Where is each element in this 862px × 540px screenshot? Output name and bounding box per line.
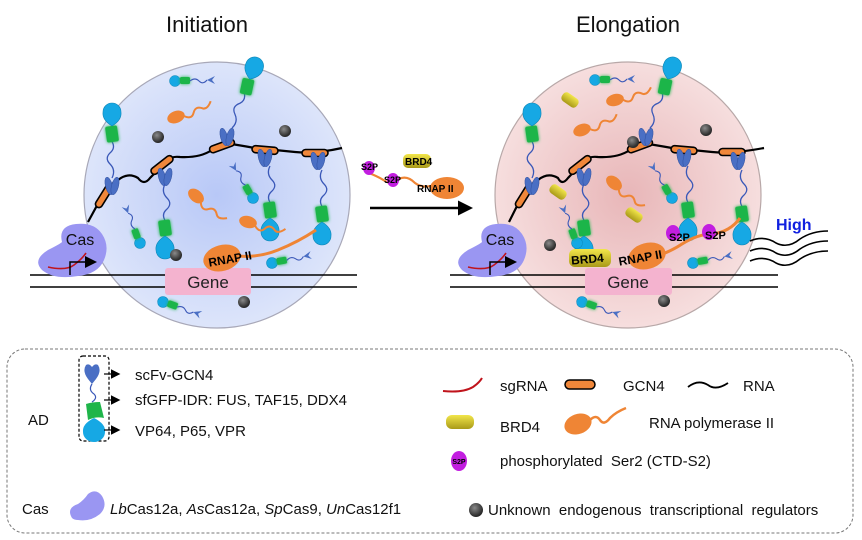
sgrna-icon (47, 252, 87, 270)
unknown-regulator-icon (544, 239, 556, 251)
rna-output-waves (749, 230, 829, 267)
rnap-label: RNAP II (417, 184, 454, 195)
s2p-icon (666, 225, 680, 241)
unknown-regulator-icon (627, 136, 639, 148)
cas-variant-suffix: Cas12a (204, 501, 256, 518)
s2p-label: S2P (705, 230, 726, 242)
s2p-label: S2P (384, 175, 401, 185)
rnap-ii-elongation: BRD4 RNAP II S2P S2P (569, 217, 742, 270)
gene-label: Gene (607, 273, 649, 292)
legend-cas-variants: LbCas12a, AsCas12a, SpCas9, UnCas12f1 (110, 501, 401, 518)
unknown-regulator-icon (279, 125, 291, 137)
promoter-arrow-icon (489, 256, 517, 275)
legend-rna-label: RNA (743, 378, 775, 395)
gene-label: Gene (187, 273, 229, 292)
legend-activator-label: VP64, P65, VPR (135, 423, 246, 440)
cas-label: Cas (486, 232, 514, 249)
s2p-legend-badge: S2P (452, 459, 466, 466)
s2p-label: S2P (361, 162, 378, 172)
legend-cas-label: Cas (22, 501, 49, 518)
sfgfp-legend-icon (86, 402, 104, 420)
gcn4-legend-icon (564, 379, 596, 390)
initiation-title: Initiation (166, 12, 248, 37)
cas-variant-prefix: Un (326, 501, 345, 518)
rna-legend-icon (687, 381, 729, 389)
rnap-icon (430, 177, 464, 199)
s2p-label: S2P (669, 232, 690, 244)
cas-legend-icon (70, 491, 105, 521)
legend-brd4-label: BRD4 (500, 419, 540, 436)
legend-unknown-label: Unknown endogenous transcriptional regul… (488, 502, 818, 519)
legend-sgrna-label: sgRNA (500, 378, 548, 395)
s2p-legend-icon (451, 451, 467, 471)
gene-box: Gene (585, 268, 672, 295)
elongation-panel: Gene (450, 54, 829, 329)
legend-rnap-label: RNA polymerase II (649, 415, 774, 432)
unknown-regulator-icon (152, 131, 164, 143)
legend-box: AD scFv-GCN4 sfGFP-IDR: FUS, TAF15, DDX4… (6, 348, 854, 534)
sgrna-icon (467, 252, 507, 270)
unknown-regulator-icon (238, 296, 250, 308)
unknown-regulator-legend-icon (469, 503, 483, 517)
gcn4-icon (250, 144, 280, 156)
s2p-icon (387, 173, 399, 187)
separator: , (318, 501, 326, 518)
promoter-arrow-icon (69, 256, 97, 275)
gene-box: Gene (165, 268, 251, 295)
cas-label: Cas (66, 232, 94, 249)
elongation-title: Elongation (576, 12, 680, 37)
scfv-legend-icon (84, 364, 100, 384)
separator: , (178, 501, 186, 518)
cas-variant-prefix: Lb (110, 501, 127, 518)
separator: , (256, 501, 264, 518)
sgrna-legend-icon (442, 377, 483, 393)
cas-variant-prefix: As (186, 501, 205, 518)
cas-variant-suffix: Cas9 (283, 501, 318, 518)
brd4-legend-icon (446, 415, 474, 429)
brd4-label: BRD4 (405, 157, 433, 168)
transition-group: S2P S2P BRD4 RNAP II (361, 154, 473, 216)
cas-protein: Cas (38, 223, 107, 278)
rnap-legend-icon (564, 406, 627, 435)
unknown-regulator-icon (658, 295, 670, 307)
cas-protein: Cas (458, 223, 527, 278)
brd4-icon (569, 249, 611, 267)
legend-ad-label: AD (28, 412, 49, 429)
initiation-panel: Gene (30, 54, 357, 329)
unknown-regulator-icon (170, 249, 182, 261)
rna-scaffold (508, 141, 765, 223)
activator-legend-icon (82, 418, 106, 442)
rna-scaffold (87, 141, 343, 223)
brd4-icon (403, 154, 431, 168)
cas-variant-suffix: Cas12f1 (345, 501, 401, 518)
s2p-icon (702, 224, 716, 240)
legend-scfv-label: scFv-GCN4 (135, 367, 213, 384)
cas-variant-suffix: Cas12a (127, 501, 179, 518)
high-expression-label: High (776, 217, 812, 234)
unknown-regulator-icon (700, 124, 712, 136)
legend-sfgfp-label: sfGFP-IDR: FUS, TAF15, DDX4 (135, 392, 347, 409)
legend-s2p-label: phosphorylated Ser2 (CTD-S2) (500, 453, 711, 470)
cas-variant-prefix: Sp (264, 501, 282, 518)
brd4-label: BRD4 (571, 251, 605, 268)
gcn4-icon (669, 144, 699, 156)
s2p-icon (363, 161, 375, 175)
legend-gcn4-label: GCN4 (623, 378, 665, 395)
